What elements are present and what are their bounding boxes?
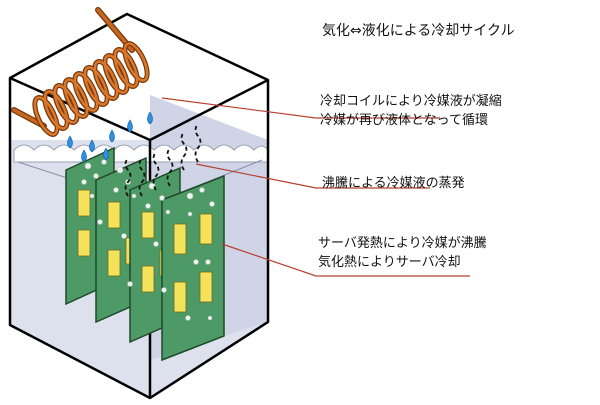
leader-line-boil bbox=[195, 163, 430, 189]
label-boiling: 沸騰による冷媒液の蒸発 bbox=[322, 176, 465, 191]
label-server-heat-line2: 気化熱によりサーバ冷却 bbox=[318, 255, 461, 270]
leader-line-condense bbox=[161, 97, 440, 119]
leader-line-heat bbox=[221, 243, 470, 277]
vapor-foam bbox=[13, 144, 269, 163]
label-condensation-line2: 冷媒が再び液体となって循環 bbox=[320, 113, 488, 128]
diagram-title: 気化⇔液化による冷却サイクル bbox=[322, 23, 515, 39]
label-condensation: 冷却コイルにより冷媒液が凝縮 冷媒が再び液体となって循環 bbox=[320, 92, 502, 130]
cooling-coil bbox=[11, 7, 150, 137]
server-board-4 bbox=[161, 174, 225, 362]
label-condensation-line1: 冷却コイルにより冷媒液が凝縮 bbox=[320, 94, 502, 109]
label-server-heat: サーバ発熱により冷媒が沸騰 気化熱によりサーバ冷却 bbox=[318, 234, 487, 272]
rising-vapor bbox=[124, 123, 202, 197]
condensate-droplets bbox=[67, 111, 153, 163]
boiling-bubbles bbox=[81, 159, 215, 321]
label-server-heat-line1: サーバ発熱により冷媒が沸騰 bbox=[318, 236, 487, 251]
leader-lines bbox=[161, 97, 470, 277]
